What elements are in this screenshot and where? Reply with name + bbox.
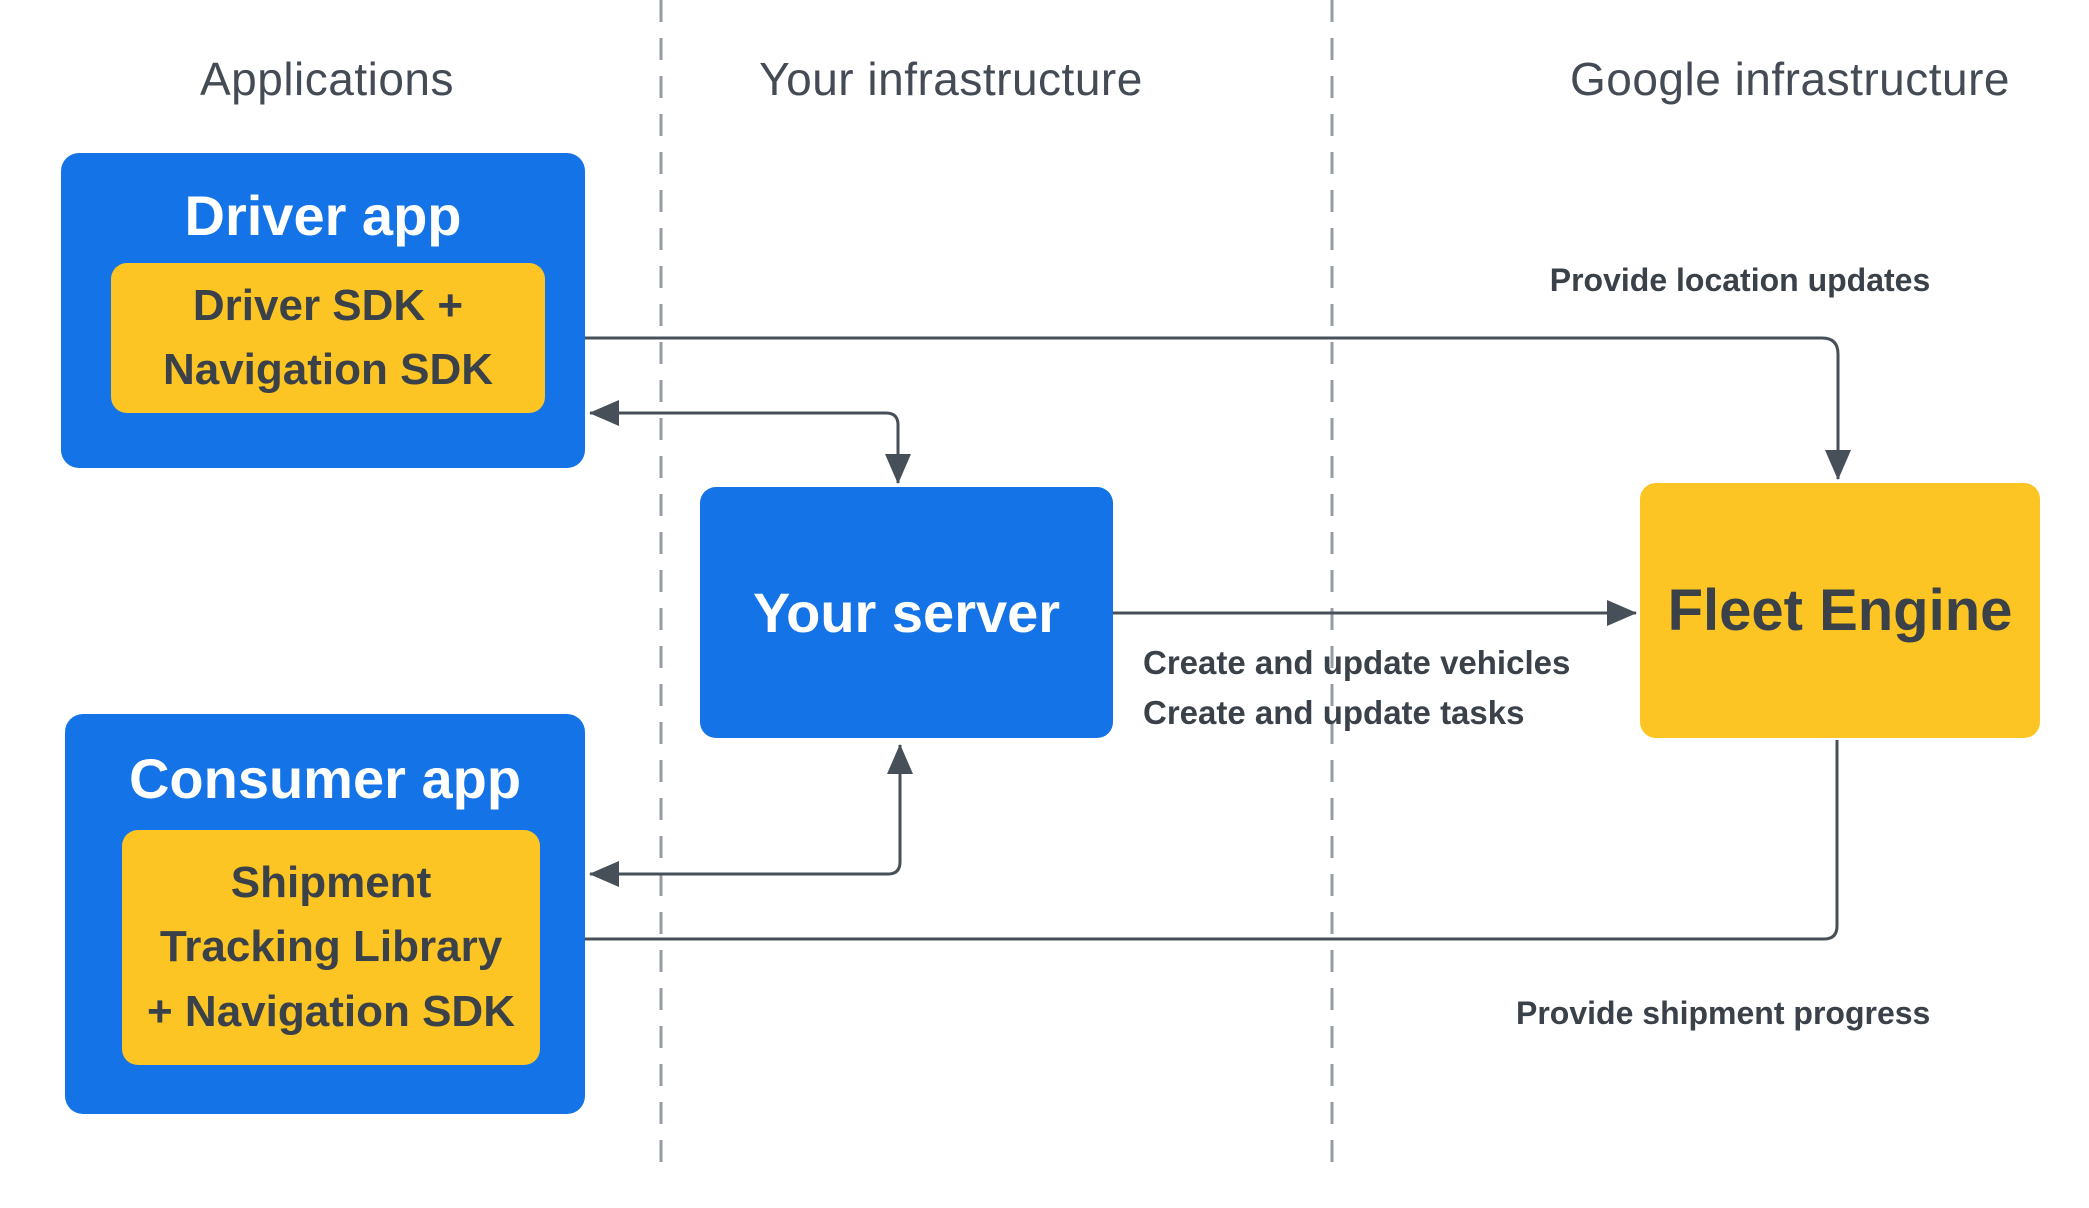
consumer-app-box: Consumer app Shipment Tracking Library +… (65, 714, 585, 1114)
shipment-library-label-line3: + Navigation SDK (147, 986, 515, 1036)
driver-sdk-label-line2: Navigation SDK (162, 345, 494, 394)
driver-app-title: Driver app (184, 184, 462, 247)
driver-sdk-box: Driver SDK + Navigation SDK (111, 263, 545, 413)
shipment-library-label-line2: Tracking Library (159, 922, 503, 972)
arrow-consumer-app-your-server (589, 744, 913, 887)
driver-sdk-label-line1: Driver SDK + (192, 280, 464, 330)
driver-app-box: Driver app Driver SDK + Navigation SDK (61, 153, 585, 468)
label-create-and-update-vehicles: Create and update vehicles (1143, 644, 1571, 681)
fleet-engine-title: Fleet Engine (1667, 578, 2013, 643)
your-server-box: Your server (700, 487, 1113, 738)
label-provide-shipment-progress: Provide shipment progress (1516, 995, 1931, 1031)
column-header-your-infrastructure: Your infrastructure (759, 53, 1143, 105)
shipment-tracking-library-box: Shipment Tracking Library + Navigation S… (122, 830, 540, 1065)
shipment-library-label-line1: Shipment (230, 858, 432, 908)
arrow-driver-app-your-server (589, 400, 911, 484)
arrow-fleet-engine-shipment-library (544, 740, 1839, 952)
shipment-tracking-library-label: Shipment Tracking Library + Navigation S… (122, 830, 540, 1065)
driver-sdk-label: Driver SDK + Navigation SDK (111, 263, 545, 413)
consumer-app-title: Consumer app (128, 747, 522, 810)
label-create-and-update: Create and update vehicles Create and up… (1143, 638, 1570, 737)
column-header-google-infrastructure: Google infrastructure (1569, 53, 2011, 105)
label-provide-location-updates: Provide location updates (1549, 262, 1931, 298)
your-server-title: Your server (752, 581, 1061, 644)
fleet-engine-box: Fleet Engine (1640, 483, 2040, 738)
label-create-and-update-tasks: Create and update tasks (1143, 693, 1525, 731)
arrow-driver-sdk-fleet-engine (548, 325, 1851, 480)
column-header-applications: Applications (199, 53, 455, 105)
